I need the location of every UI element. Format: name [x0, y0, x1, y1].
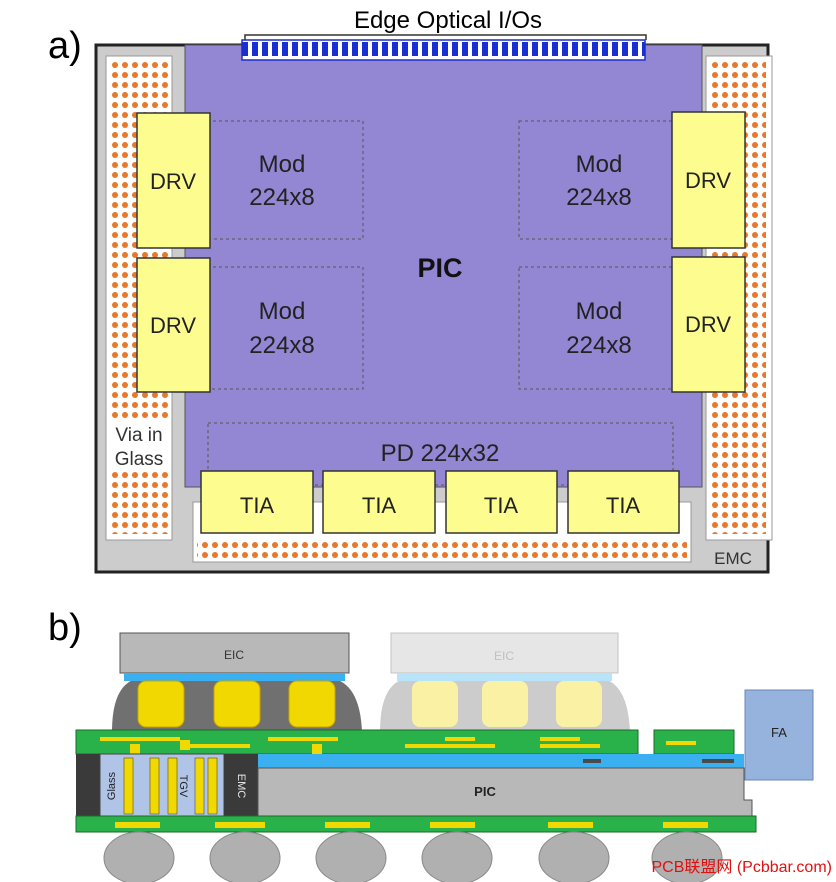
top-rdl-traces: [100, 737, 696, 762]
eic-2-bump-1: [412, 681, 458, 727]
eic-2-bump-3: [556, 681, 602, 727]
pic-label: PIC: [417, 253, 462, 283]
bottom-rdl-pads: [115, 822, 708, 828]
drv-label-3: DRV: [685, 168, 731, 193]
drv-chip-bottom-left: [136, 257, 211, 393]
edge-io-label: Edge Optical I/Os: [354, 7, 542, 34]
drv-label-4: DRV: [685, 312, 731, 337]
eic-1-bump-3: [288, 680, 336, 728]
mod-label-2-line-1: Mod: [259, 298, 306, 325]
coupler-2: [702, 759, 734, 763]
drv-label-1: DRV: [150, 169, 196, 194]
fiber-array: [744, 689, 814, 781]
eic-die-2: [390, 632, 619, 674]
tia-label-3: TIA: [484, 493, 519, 518]
eic-die-1: [119, 632, 350, 674]
mod-label-1-line-2: 224x8: [249, 184, 314, 211]
via-label-bg: [108, 420, 170, 472]
mod-label-1-line-1: Mod: [259, 151, 306, 178]
edge-io-bracket: [244, 34, 647, 40]
solder-balls: [103, 831, 723, 882]
panel-b: b) EIC EIC: [48, 607, 814, 882]
drv-chip-top-right: [671, 111, 746, 249]
drv-chip-top-left: [136, 112, 211, 249]
waveguide-layer: [252, 754, 744, 768]
tia-chip-4: [567, 470, 680, 534]
tia-chip-2: [322, 470, 436, 534]
panel-a: a) Edge Optical I/Os Via in Glass PIC Mo…: [48, 7, 773, 574]
watermark: PCB联盟网 (Pcbbar.com): [652, 858, 833, 876]
tgv-label: TGV: [177, 775, 189, 798]
eic-2-pads: [397, 673, 612, 681]
underfill-2: [380, 678, 630, 732]
mod-label-4-line-2: 224x8: [566, 332, 631, 359]
via-in-glass-label-2: Glass: [115, 449, 164, 470]
mold-left: [76, 754, 100, 816]
tia-label-4: TIA: [606, 493, 641, 518]
drv-chip-bottom-right: [671, 256, 746, 393]
mod-label-2-line-2: 224x8: [249, 332, 314, 359]
drv-label-2: DRV: [150, 313, 196, 338]
via-array-bottom: [197, 538, 687, 558]
bottom-rdl-layer: [75, 815, 757, 833]
tia-chip-1: [200, 470, 314, 534]
eic-1-bump-1: [137, 680, 185, 728]
edge-optical-io-array: [241, 39, 646, 61]
eic-1-pads: [124, 673, 345, 681]
mod-block-top-right: [518, 120, 676, 240]
panel-b-label: b): [48, 607, 82, 649]
pd-block: [207, 422, 674, 486]
fa-label: FA: [771, 725, 787, 740]
coupler-1: [583, 759, 601, 763]
eic-1-label: EIC: [224, 648, 244, 662]
via-in-glass-label-1: Via in: [115, 425, 162, 446]
emc-label-a: EMC: [714, 549, 752, 568]
emc-mold: [224, 754, 258, 816]
tia-chip-3: [445, 470, 558, 534]
tia-label-1: TIA: [240, 493, 275, 518]
pic-die-b: [257, 767, 753, 817]
eic-2-faded: [380, 632, 630, 732]
eic-1-bump-2: [213, 680, 261, 728]
tia-label-2: TIA: [362, 493, 397, 518]
eic-2-bump-2: [482, 681, 528, 727]
tgv-vias: [123, 757, 218, 815]
glass-core: [99, 753, 225, 817]
top-rdl-layer: [75, 729, 639, 755]
panel-a-label: a): [48, 25, 82, 67]
pic-die: [184, 44, 703, 488]
mod-label-3-line-2: 224x8: [566, 184, 631, 211]
pd-label: PD 224x32: [381, 440, 500, 467]
glass-label: Glass: [106, 771, 118, 800]
mod-label-4-line-1: Mod: [576, 298, 623, 325]
pic-label-b: PIC: [474, 784, 496, 799]
eic-2-label: EIC: [494, 649, 514, 663]
emc-label-b: EMC: [235, 774, 247, 799]
mod-label-3-line-1: Mod: [576, 151, 623, 178]
